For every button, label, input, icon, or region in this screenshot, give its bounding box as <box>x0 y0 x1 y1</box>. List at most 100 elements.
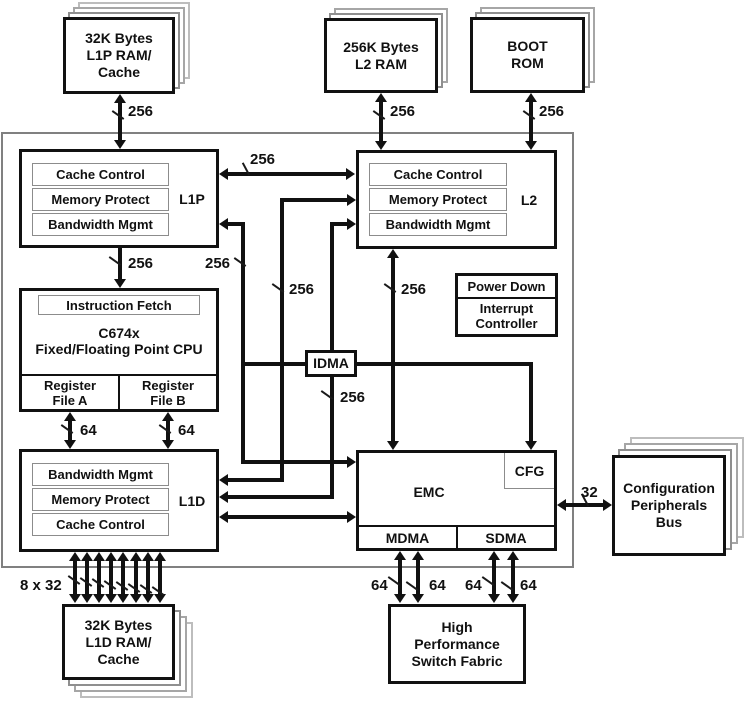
line-segment <box>379 102 383 141</box>
arrowhead-down <box>412 594 424 603</box>
line-segment <box>281 198 348 202</box>
bus-label-l1p-emc: 256 <box>205 255 231 272</box>
l1d-ram-box: 32K Bytes L1D RAM/ Cache <box>62 604 175 680</box>
bus-label-reg-b: 64 <box>178 422 195 439</box>
megamodule-container-outline <box>1 132 574 568</box>
arrowhead-down <box>105 594 117 603</box>
arrowhead-down <box>130 594 142 603</box>
arrowhead-down <box>114 279 126 288</box>
emc-cfg: CFG <box>504 453 554 489</box>
l2-ram-box: 256K Bytes L2 RAM <box>324 18 438 93</box>
config-bus-box: Configuration Peripherals Bus <box>612 455 726 556</box>
arrowhead-left <box>219 491 228 503</box>
line-segment <box>566 503 603 507</box>
emc-dma-divider-v <box>456 527 458 548</box>
arrowhead-up <box>412 551 424 560</box>
arrowhead-down <box>69 594 81 603</box>
arrowhead-down <box>394 594 406 603</box>
l2-row-memory-protect: Memory Protect <box>369 188 507 211</box>
line-segment <box>97 561 101 594</box>
bus-label-reg-a: 64 <box>80 422 97 439</box>
block-l1d: Bandwidth Mgmt Memory Protect Cache Cont… <box>19 449 219 552</box>
arrowhead-up <box>105 552 117 561</box>
arrowhead-up <box>154 552 166 561</box>
l1d-row-cache-control: Cache Control <box>32 513 169 536</box>
line-segment <box>529 362 533 442</box>
arrowhead-up <box>64 412 76 421</box>
line-segment <box>134 561 138 594</box>
arrowhead-right <box>603 499 612 511</box>
l2-row-cache-control: Cache Control <box>369 163 507 186</box>
bus-label-l2-l1d-b: 256 <box>340 389 366 406</box>
arrowhead-left <box>219 168 228 180</box>
line-segment <box>118 103 122 140</box>
emc-mdma: MDMA <box>385 529 430 546</box>
line-segment <box>228 172 346 176</box>
line-segment <box>241 222 245 464</box>
block-idma: IDMA <box>305 350 357 377</box>
arrowhead-down <box>64 440 76 449</box>
line-segment <box>391 258 395 441</box>
arrowhead-up <box>525 93 537 102</box>
line-segment <box>228 495 332 499</box>
cpu-title-line1: C674x <box>98 325 140 341</box>
l2-label: L2 <box>520 192 538 208</box>
bus-label-sdma-b: 64 <box>520 577 537 594</box>
arrowhead-up <box>114 94 126 103</box>
arrowhead-left <box>557 499 566 511</box>
bus-label-boot-rom: 256 <box>539 103 565 120</box>
l1d-row-memory-protect: Memory Protect <box>32 488 169 511</box>
arrowhead-left <box>219 218 228 230</box>
arrowhead-down <box>387 441 399 450</box>
arrowhead-down <box>117 594 129 603</box>
l1p-row-bandwidth-mgmt: Bandwidth Mgmt <box>32 213 169 236</box>
cpu-register-divider-v <box>118 376 120 409</box>
bus-label-config: 32 <box>581 484 598 501</box>
arrowhead-down <box>488 594 500 603</box>
bus-label-mdma-b: 64 <box>429 577 446 594</box>
line-segment <box>228 478 282 482</box>
arrowhead-down <box>507 594 519 603</box>
l1p-ram-box: 32K Bytes L1P RAM/ Cache <box>63 17 175 94</box>
bus-label-l1d-ram: 8 x 32 <box>20 577 62 594</box>
bus-label-l1p-ram: 256 <box>128 103 154 120</box>
power-divider <box>458 297 555 299</box>
bus-label-l1p-l2: 256 <box>250 151 276 168</box>
line-segment <box>331 222 348 226</box>
block-emc: CFG EMC MDMA SDMA <box>356 450 557 551</box>
l1d-label: L1D <box>178 493 206 509</box>
arrowhead-right <box>347 218 356 230</box>
arrowhead-down <box>93 594 105 603</box>
cpu-instruction-fetch: Instruction Fetch <box>38 295 200 315</box>
bus-label-l2-l1d-a: 256 <box>289 281 315 298</box>
power-down-label: Power Down <box>467 279 546 294</box>
line-segment <box>529 102 533 141</box>
line-segment <box>280 198 284 482</box>
cpu-title-line2: Fixed/Floating Point CPU <box>35 341 203 357</box>
arrowhead-down <box>525 441 537 450</box>
bus-label-sdma-a: 64 <box>465 577 482 594</box>
arrowhead-down <box>142 594 154 603</box>
bus-label-fetch: 256 <box>128 255 154 272</box>
l1d-row-bandwidth-mgmt: Bandwidth Mgmt <box>32 463 169 486</box>
line-segment <box>228 222 244 226</box>
l1p-label: L1P <box>179 191 205 207</box>
block-l2: Cache Control Memory Protect Bandwidth M… <box>356 150 557 249</box>
line-segment <box>146 561 150 594</box>
arrowhead-up <box>130 552 142 561</box>
emc-sdma: SDMA <box>485 529 527 546</box>
arrowhead-down <box>162 440 174 449</box>
bus-label-l2-emc: 256 <box>401 281 427 298</box>
arrowhead-up <box>117 552 129 561</box>
arrowhead-down <box>81 594 93 603</box>
block-switch-fabric: High Performance Switch Fabric <box>388 604 526 684</box>
arrowhead-up <box>375 93 387 102</box>
block-cpu: Instruction Fetch C674x Fixed/Floating P… <box>19 288 219 412</box>
arrowhead-up <box>488 551 500 560</box>
bus-label-l2-ram: 256 <box>390 103 416 120</box>
bus-label-mdma-a: 64 <box>371 577 388 594</box>
boot-rom-box: BOOT ROM <box>470 17 585 93</box>
arrowhead-up <box>387 249 399 258</box>
line-segment <box>241 362 533 366</box>
